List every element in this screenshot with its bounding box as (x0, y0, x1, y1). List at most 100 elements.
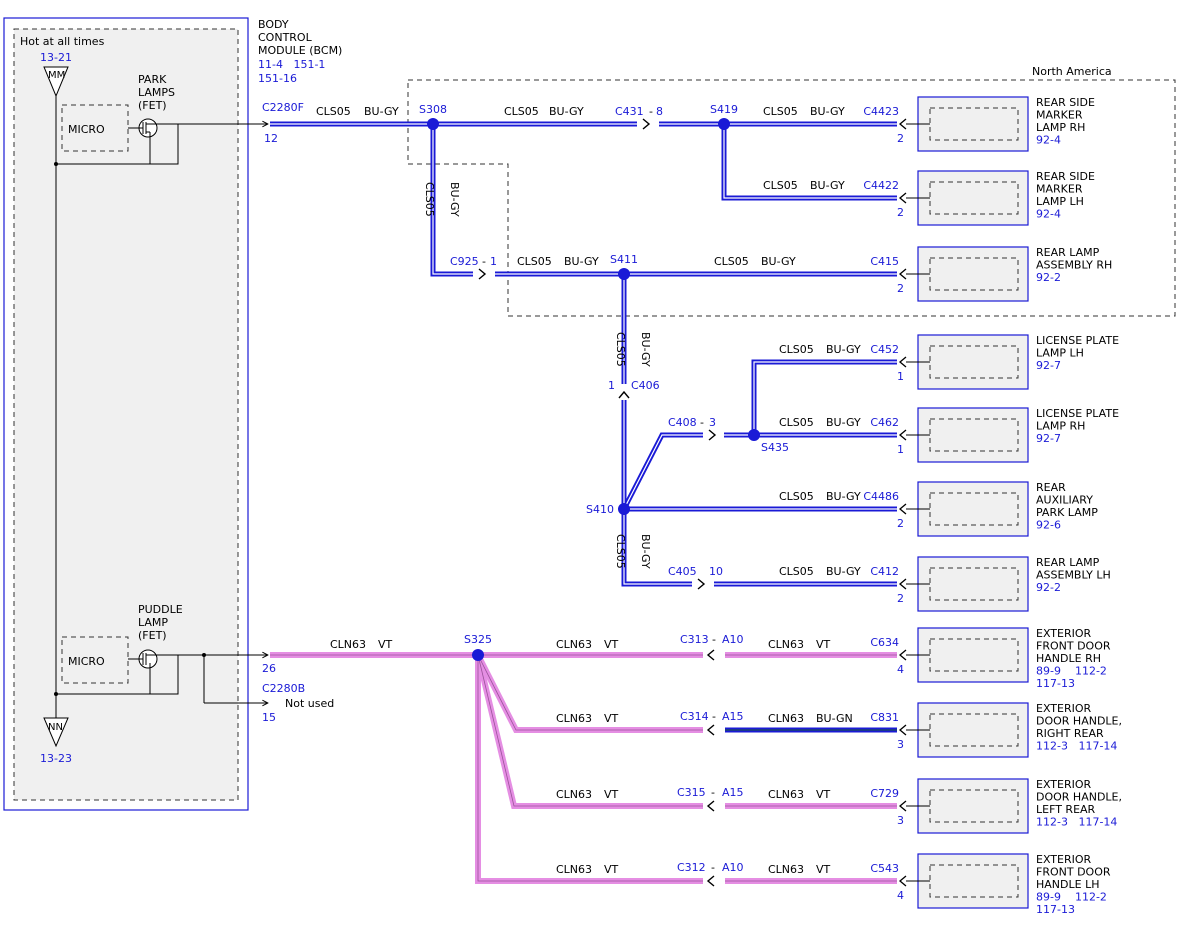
svg-text:-: - (712, 710, 716, 723)
svg-text:-: - (711, 786, 715, 799)
svg-text:-: - (700, 416, 704, 429)
svg-text:BU-GY: BU-GY (810, 179, 845, 192)
component-refs: 92-2 (1036, 271, 1061, 284)
svg-text:VT: VT (378, 638, 393, 651)
component-refs: 92-6 (1036, 519, 1061, 532)
component-connector-label: C4423 (863, 105, 899, 118)
svg-text:C312: C312 (677, 861, 706, 874)
svg-text:CLS05: CLS05 (504, 105, 539, 118)
svg-text:8: 8 (656, 105, 663, 118)
svg-text:A15: A15 (722, 710, 744, 723)
component-name-line: LAMP LH (1036, 195, 1084, 208)
component-inner-box (929, 638, 1019, 672)
component-pin-arrows (898, 118, 907, 887)
component-name-line: ASSEMBLY LH (1036, 569, 1111, 582)
component-connector-label: C729 (870, 787, 899, 800)
svg-text:C406: C406 (631, 379, 660, 392)
svg-text:CLN63: CLN63 (768, 712, 804, 725)
svg-text:C315: C315 (677, 786, 706, 799)
mm-ground-symbol (43, 66, 69, 98)
svg-text:1: 1 (490, 255, 497, 268)
component-refs-2: 117-13 (1036, 677, 1075, 690)
svg-text:C925: C925 (450, 255, 479, 268)
component-refs: 92-7 (1036, 432, 1061, 445)
svg-text:-: - (711, 861, 715, 874)
label-s308: S308 (419, 103, 447, 116)
component-inner-box (929, 345, 1019, 379)
nn-ref-label: 13-23 (40, 752, 72, 765)
svg-text:VT: VT (816, 863, 831, 876)
component-pin-label: 4 (897, 663, 904, 676)
component-name-line: LICENSE PLATE (1036, 407, 1119, 420)
bcm-refs-1: 11-4 151-1 (258, 58, 325, 71)
svg-text:-: - (482, 255, 486, 268)
connector-c2280f: C2280F (262, 101, 304, 114)
component-name-line: MARKER (1036, 183, 1083, 196)
svg-text:BU-GY: BU-GY (549, 105, 584, 118)
connector-c2280b: C2280B (262, 682, 305, 695)
svg-text:CLN63: CLN63 (768, 638, 804, 651)
component-pin-label: 2 (897, 132, 904, 145)
bcm-refs-2: 151-16 (258, 72, 297, 85)
mm-label: MM (48, 70, 65, 81)
svg-text:BU-GY: BU-GY (564, 255, 599, 268)
component-connector-label: C831 (870, 711, 899, 724)
svg-text:A15: A15 (722, 786, 744, 799)
component-box (917, 778, 1029, 834)
svg-text:BU-GY: BU-GY (448, 182, 461, 217)
component-refs: 112-3 117-14 (1036, 740, 1117, 753)
component-inner-box (929, 492, 1019, 526)
component-refs: 92-7 (1036, 359, 1061, 372)
svg-text:VT: VT (816, 638, 831, 651)
svg-text:CLS05: CLS05 (714, 255, 749, 268)
component-connector-label: C415 (870, 255, 899, 268)
svg-text:1: 1 (608, 379, 615, 392)
svg-text:CLN63: CLN63 (556, 863, 592, 876)
component-name-line: PARK LAMP (1036, 506, 1098, 519)
component-pin-label: 2 (897, 282, 904, 295)
component-name-line: AUXILIARY (1036, 494, 1093, 507)
component-connector-label: C634 (870, 636, 899, 649)
svg-text:BU-GY: BU-GY (761, 255, 796, 268)
svg-text:CLN63: CLN63 (556, 638, 592, 651)
puddle-lamp-label-3: (FET) (138, 629, 167, 642)
svg-text:VT: VT (816, 788, 831, 801)
mm-ref-label: 13-21 (40, 51, 72, 64)
nn-ground-symbol (43, 717, 69, 748)
svg-text:BU-GY: BU-GY (826, 565, 861, 578)
component-pin-label: 2 (897, 206, 904, 219)
vertical-wire-labels: CLS05 BU-GY CLS05 BU-GY CLS05 BU-GY (423, 182, 652, 569)
bcm-title-3: MODULE (BCM) (258, 44, 342, 57)
bcm-title-2: CONTROL (258, 31, 313, 44)
svg-text:CLS05: CLS05 (423, 182, 436, 217)
label-s435: S435 (761, 441, 789, 454)
svg-text:CLS05: CLS05 (779, 565, 814, 578)
component-pin-label: 3 (897, 814, 904, 827)
svg-text:CLS05: CLS05 (614, 332, 627, 367)
bcm-title-1: BODY (258, 18, 289, 31)
component-inner-box (929, 789, 1019, 823)
park-lamps-label-2: LAMPS (138, 86, 175, 99)
component-name-line: REAR SIDE (1036, 96, 1095, 109)
svg-text:CLN63: CLN63 (768, 863, 804, 876)
component-name-line: EXTERIOR (1036, 627, 1092, 640)
splice-s411 (618, 268, 630, 280)
component-pin-label: 4 (897, 889, 904, 902)
component-pin-label: 2 (897, 592, 904, 605)
component-name-line: LEFT REAR (1036, 803, 1096, 816)
svg-text:A10: A10 (722, 633, 744, 646)
component-inner-box (929, 567, 1019, 601)
component-name-line: FRONT DOOR (1036, 640, 1111, 653)
component-name-line: HANDLE RH (1036, 652, 1101, 665)
component-connector-label: C452 (870, 343, 899, 356)
splice-dots (427, 118, 760, 661)
north-america-region (407, 79, 1176, 317)
